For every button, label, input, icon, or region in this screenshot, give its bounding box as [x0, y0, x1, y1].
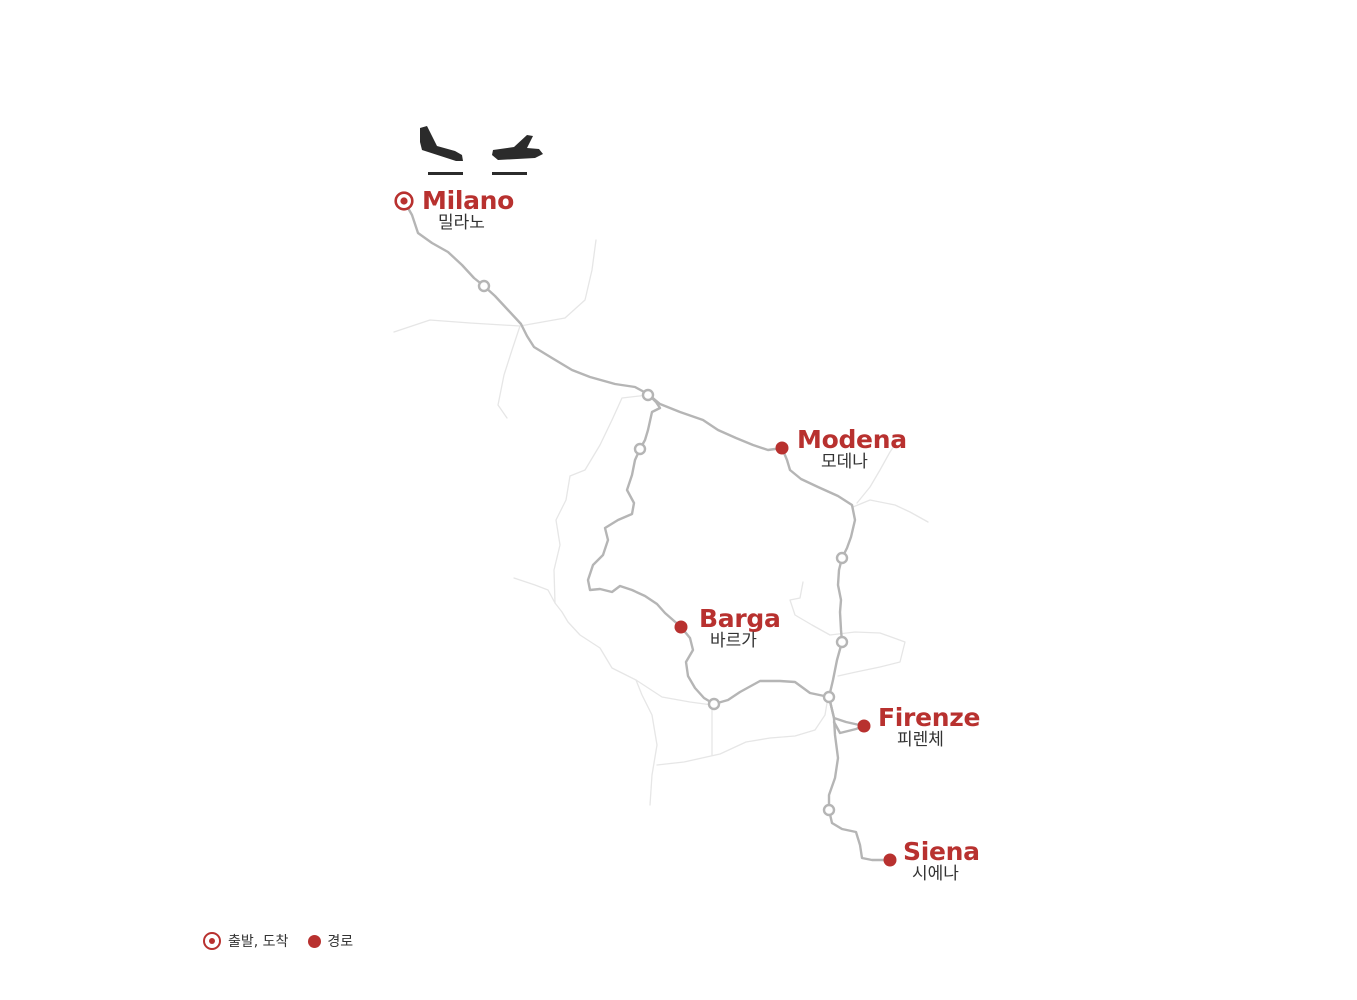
route-marker [883, 853, 897, 867]
station-marker [633, 442, 647, 456]
city-name-kr-siena: 시에나 [912, 864, 959, 884]
map-legend: 출발, 도착 경로 [203, 930, 373, 952]
route-marker-icon [308, 934, 322, 948]
city-name-kr-barga: 바르가 [710, 631, 757, 651]
legend-start-end: 출발, 도착 [203, 931, 288, 951]
city-markers [394, 191, 897, 867]
legend-route: 경로 [308, 931, 353, 951]
route-marker [674, 620, 688, 634]
start-end-marker-icon [203, 932, 221, 950]
city-name-milano: Milano [422, 186, 515, 215]
route-marker [857, 719, 871, 733]
city-name-siena: Siena [903, 837, 980, 866]
city-name-modena: Modena [797, 425, 907, 454]
city-name-kr-firenze: 피렌체 [897, 730, 944, 750]
station-marker [822, 803, 836, 817]
station-marker [835, 551, 849, 565]
route-marker [775, 441, 789, 455]
city-name-firenze: Firenze [878, 703, 981, 732]
start-end-marker [394, 191, 414, 211]
station-marker [835, 635, 849, 649]
airplane-departure-icon [492, 135, 543, 175]
background-network [393, 239, 929, 806]
legend-route-label: 경로 [327, 934, 354, 950]
station-marker [822, 690, 836, 704]
station-marker [477, 279, 491, 293]
legend-start-end-label: 출발, 도착 [228, 934, 289, 950]
airplane-arrival-icon [420, 126, 463, 175]
route-lines [402, 199, 892, 862]
city-name-kr-milano: 밀라노 [438, 213, 485, 233]
city-name-barga: Barga [699, 604, 781, 633]
transfer-stations [477, 279, 849, 817]
station-marker [641, 388, 655, 402]
city-name-kr-modena: 모데나 [821, 452, 868, 472]
station-marker [707, 697, 721, 711]
